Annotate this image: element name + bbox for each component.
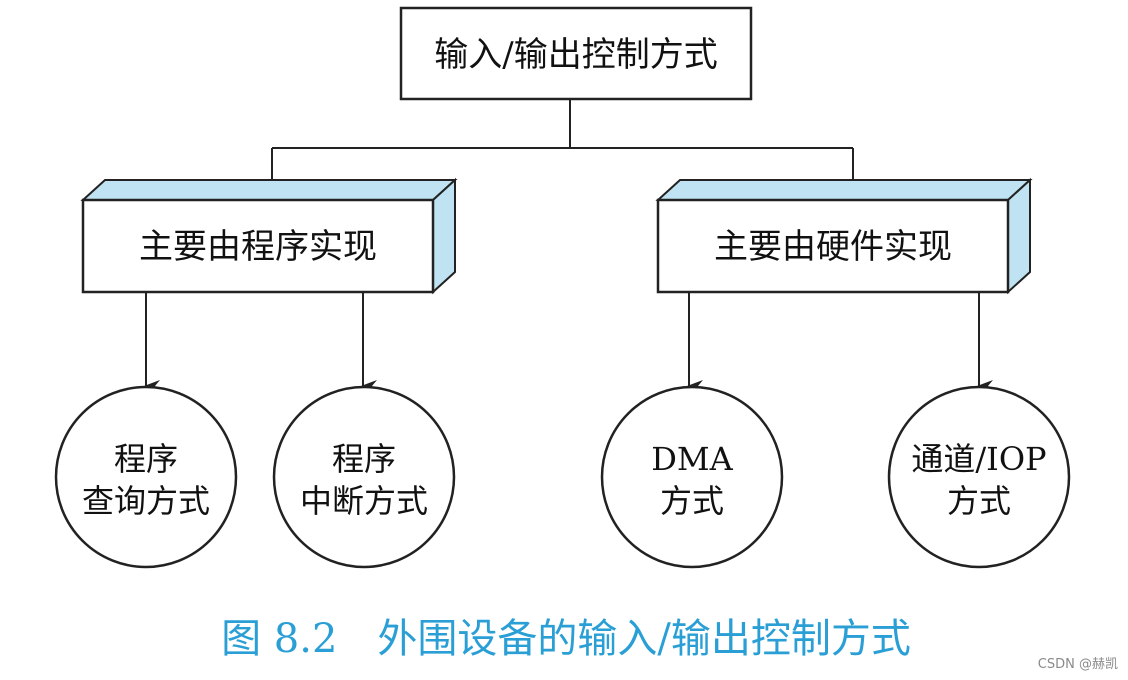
leaf-dma-line1: DMA — [651, 440, 733, 478]
leaf-interrupt: 程序 中断方式 — [272, 385, 456, 569]
leaf-polling-line1: 程序 — [114, 440, 178, 478]
leaf-channel-line2: 方式 — [947, 482, 1011, 520]
arrows — [144, 292, 993, 392]
group-label-hardware: 主要由硬件实现 — [714, 227, 952, 267]
leaf-interrupt-line2: 中断方式 — [300, 482, 428, 520]
group-box-hardware: 主要由硬件实现 — [655, 177, 1033, 295]
leaf-dma: DMA 方式 — [600, 385, 784, 569]
leaf-channel: 通道/IOP 方式 — [887, 385, 1071, 569]
root-connectors — [271, 99, 854, 190]
root-label: 输入/输出控制方式 — [434, 35, 717, 75]
leaf-interrupt-line1: 程序 — [332, 440, 396, 478]
group-label-software: 主要由程序实现 — [139, 227, 377, 267]
figure-caption: 图 8.2 外围设备的输入/输出控制方式 — [221, 616, 911, 662]
leaf-polling: 程序 查询方式 — [54, 385, 238, 569]
leaf-polling-line2: 查询方式 — [82, 482, 210, 520]
group-box-software: 主要由程序实现 — [80, 177, 458, 295]
leaf-dma-line2: 方式 — [660, 482, 724, 520]
leaf-channel-line1: 通道/IOP — [911, 440, 1046, 478]
watermark: CSDN @赫凯 — [1038, 657, 1118, 672]
root-node: 输入/输出控制方式 — [399, 6, 753, 101]
